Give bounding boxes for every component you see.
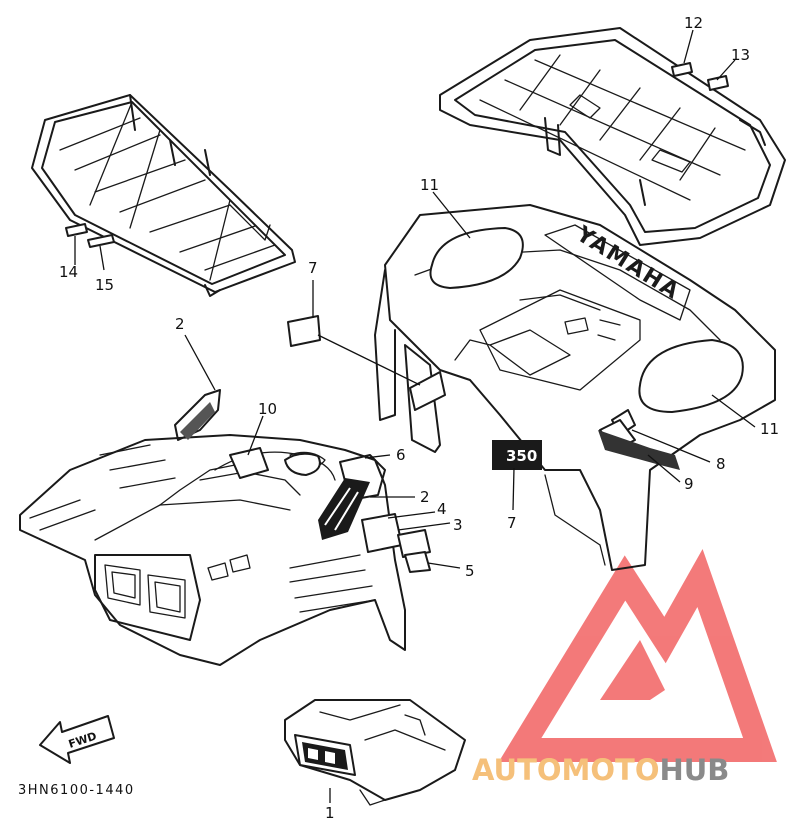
callout-2-lower: 2	[420, 488, 430, 506]
callout-1: 1	[325, 804, 335, 822]
decal-12	[671, 62, 693, 77]
automotohub-logo	[498, 548, 777, 762]
callout-13: 13	[731, 46, 750, 64]
callout-15: 15	[95, 276, 114, 294]
callout-7-bottom: 7	[507, 514, 517, 532]
callout-8: 8	[716, 455, 726, 473]
mudflap-bracket	[409, 371, 446, 411]
decal-5	[404, 551, 431, 573]
svg-text:AUTOMOTOHUB: AUTOMOTOHUB	[472, 753, 729, 787]
callout-11-top: 11	[420, 176, 439, 194]
callout-9: 9	[684, 475, 694, 493]
decal-4	[361, 513, 403, 553]
automotohub-watermark: AUTOMOTOHUB	[472, 753, 729, 787]
callout-10: 10	[258, 400, 277, 418]
callout-4: 4	[437, 500, 447, 518]
decal-3	[397, 529, 431, 558]
fender-brand-text: YAMAHA	[571, 221, 685, 305]
decal-15	[87, 234, 115, 248]
watermark-part2: HUB	[659, 753, 729, 787]
watermark-part1: AUTOMOTO	[472, 753, 659, 787]
badge-text: 350	[506, 447, 537, 465]
callout-labels: 1 2 2 3 4 5 6 7 7 8 9 10 11 11 12 13 14 …	[59, 14, 779, 822]
callout-5: 5	[465, 562, 475, 580]
front-fender	[19, 389, 406, 666]
decal-14	[65, 223, 88, 237]
leader-lines	[74, 29, 756, 803]
callout-3: 3	[453, 516, 463, 534]
drawing-code: 3HN6100-1440	[18, 783, 135, 798]
callout-7-top: 7	[308, 259, 318, 277]
rear-carrier-rack	[439, 27, 786, 246]
callout-12: 12	[684, 14, 703, 32]
fwd-arrow-icon	[39, 715, 115, 764]
decal-7-loose	[287, 315, 321, 347]
rear-fender	[374, 204, 776, 571]
callout-11-right: 11	[760, 420, 779, 438]
callout-6: 6	[396, 446, 406, 464]
callout-2-top: 2	[175, 315, 185, 333]
callout-14: 14	[59, 263, 78, 281]
front-panel-part-1	[284, 699, 466, 806]
front-carrier-rack	[31, 94, 296, 297]
